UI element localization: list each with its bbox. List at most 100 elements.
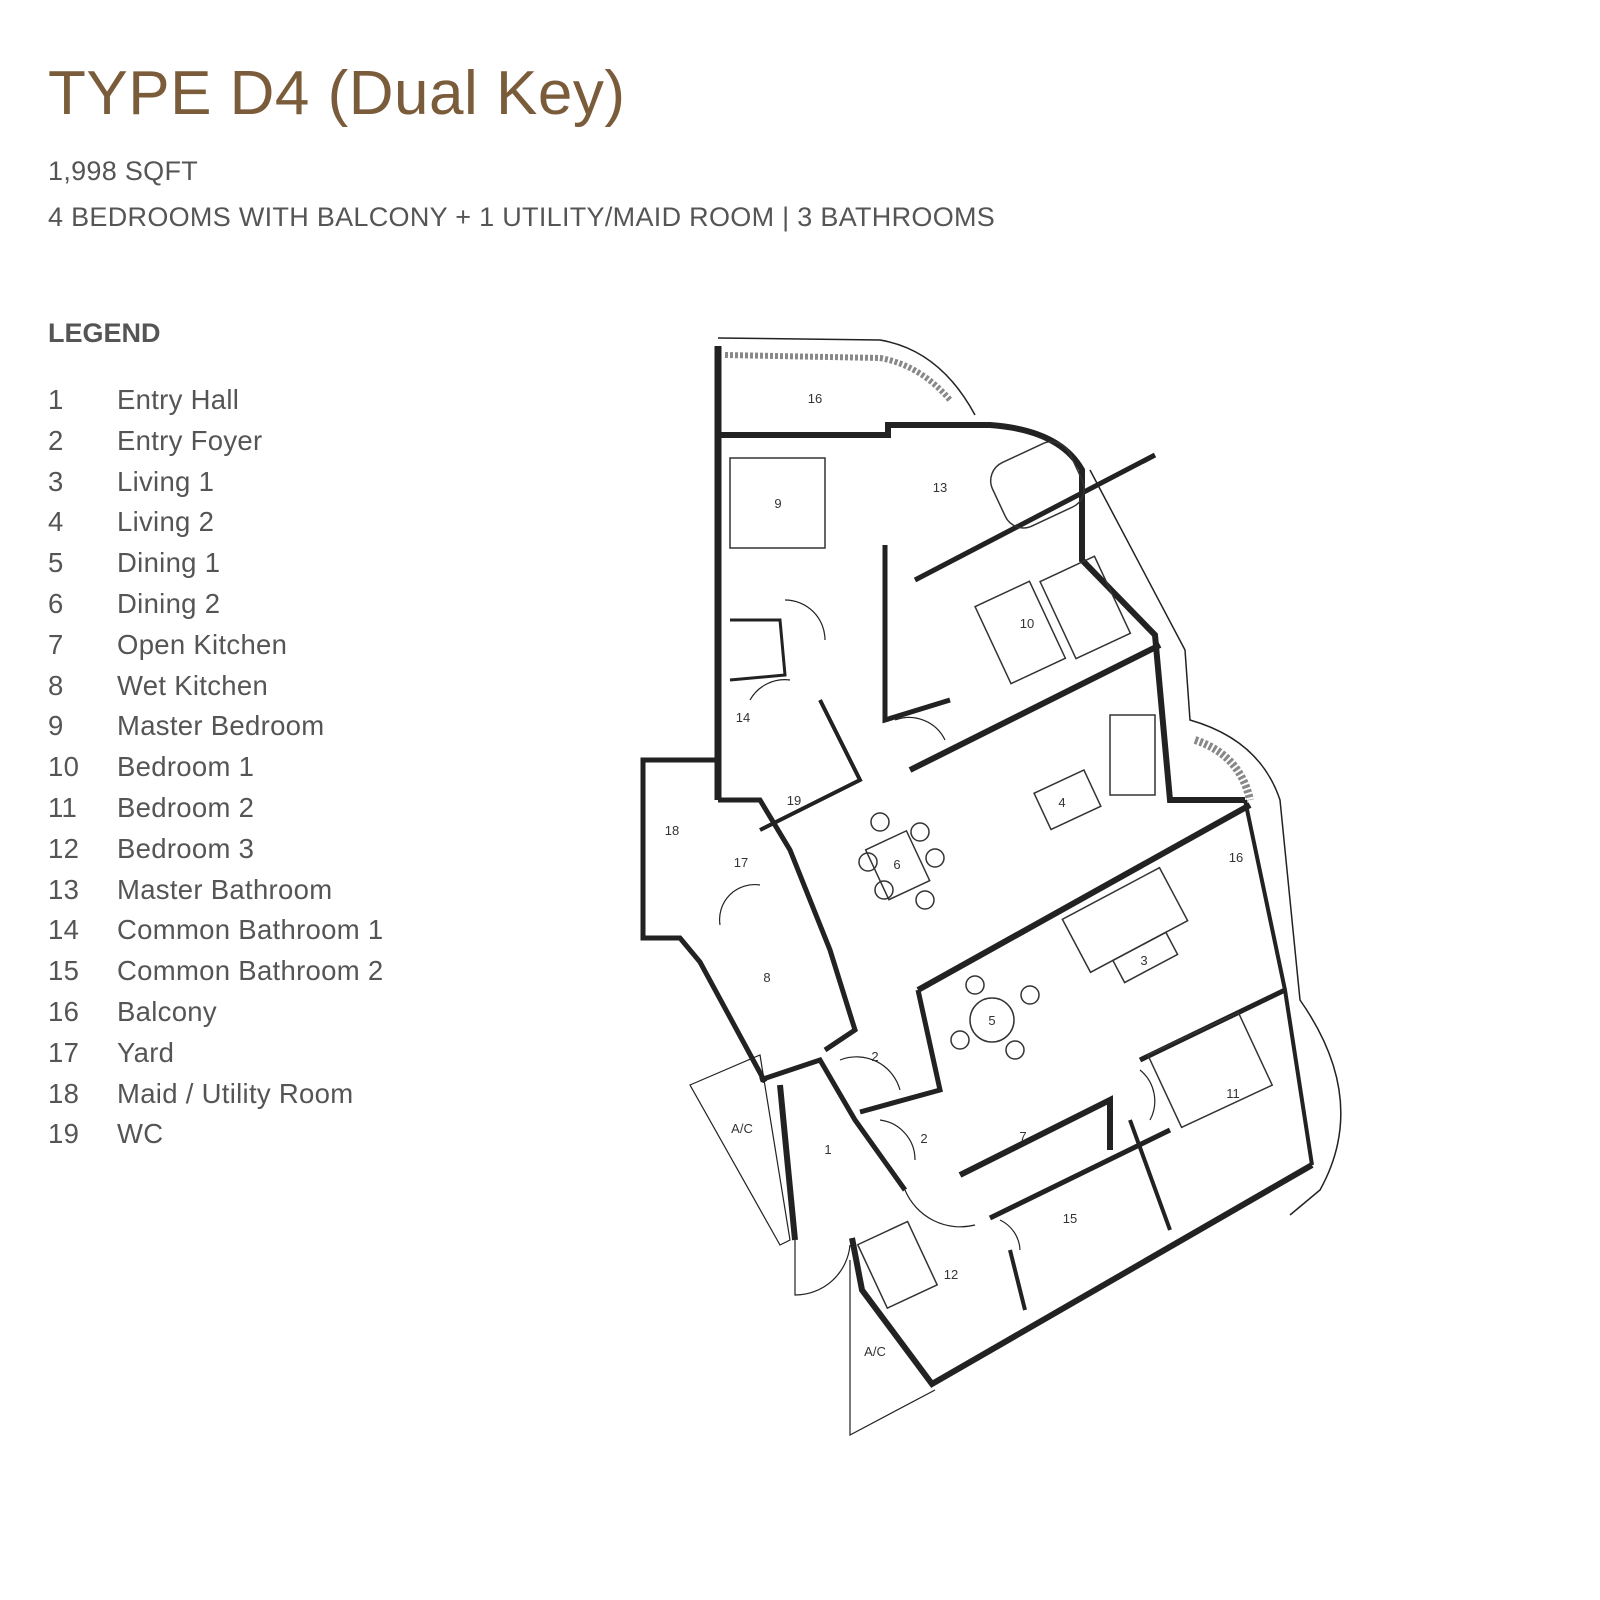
room-label: 9 <box>774 496 781 511</box>
legend-label: Entry Foyer <box>117 424 263 456</box>
room-label: 8 <box>763 970 770 985</box>
room-label: 17 <box>734 855 748 870</box>
legend-number: 3 <box>48 465 64 497</box>
legend-label: Common Bathroom 1 <box>117 914 384 946</box>
bed-11 <box>1146 1011 1274 1129</box>
legend-label: Common Bathroom 2 <box>117 955 384 987</box>
legend-number: 12 <box>48 832 80 864</box>
armchair <box>1109 714 1156 796</box>
legend-label: Dining 1 <box>117 547 221 579</box>
room-label: 3 <box>1140 953 1147 968</box>
legend-item: 2 Entry Foyer <box>48 425 383 466</box>
room-label: 16 <box>1229 850 1243 865</box>
balcony-top-outline <box>717 337 976 416</box>
room-label: 2 <box>871 1049 878 1064</box>
dining-table-5 <box>969 997 1015 1043</box>
legend-number: 16 <box>48 995 80 1027</box>
legend-number: 2 <box>48 424 64 456</box>
legend-number: 18 <box>48 1077 80 1109</box>
plan-furniture <box>729 440 1274 1310</box>
room-label: 11 <box>1226 1086 1240 1101</box>
room-label: A/C <box>864 1344 886 1359</box>
legend-item: 19 WC <box>48 1118 383 1159</box>
legend-label: Bedroom 3 <box>117 832 255 864</box>
sofa-3 <box>1061 866 1189 974</box>
legend-number: 4 <box>48 506 64 538</box>
legend-number: 13 <box>48 873 80 905</box>
master-bed <box>729 457 826 549</box>
room-label: 7 <box>1019 1129 1026 1144</box>
room-label: 4 <box>1058 795 1065 810</box>
legend-number: 11 <box>48 791 78 823</box>
coffee-table-4 <box>1033 769 1102 831</box>
page-title: TYPE D4 (Dual Key) <box>48 59 626 128</box>
legend-label: Yard <box>117 1036 175 1068</box>
legend-label: Dining 2 <box>117 587 221 619</box>
legend-item: 11 Bedroom 2 <box>48 792 383 833</box>
bed-10a <box>974 580 1067 685</box>
legend-number: 19 <box>48 1118 80 1150</box>
legend-item: 9 Master Bedroom <box>48 710 383 751</box>
legend-item: 13 Master Bathroom <box>48 874 383 915</box>
room-label: 1 <box>824 1142 831 1157</box>
unit-area: 1,998 SQFT <box>48 156 199 186</box>
legend-label: Master Bathroom <box>117 873 333 905</box>
balcony-right-outline <box>1089 469 1342 1216</box>
legend-label: Balcony <box>117 995 217 1027</box>
room-label: 10 <box>1020 616 1034 631</box>
legend-number: 6 <box>48 587 64 619</box>
planter-right <box>1193 736 1254 801</box>
legend-label: Bedroom 2 <box>117 791 255 823</box>
legend-item: 3 Living 1 <box>48 466 383 507</box>
legend-label: WC <box>117 1118 164 1150</box>
bed-10b <box>1039 555 1132 660</box>
room-label: 18 <box>665 823 679 838</box>
unit-summary: 4 BEDROOMS WITH BALCONY + 1 UTILITY/MAID… <box>48 202 996 232</box>
legend-label: Wet Kitchen <box>117 669 269 701</box>
legend-item: 16 Balcony <box>48 996 383 1037</box>
legend-item: 18 Maid / Utility Room <box>48 1078 383 1119</box>
legend-item: 5 Dining 1 <box>48 547 383 588</box>
legend-number: 17 <box>48 1036 80 1068</box>
bathtub <box>989 440 1085 529</box>
legend-number: 15 <box>48 955 80 987</box>
room-label: 13 <box>933 480 947 495</box>
legend-label: Living 2 <box>117 506 215 538</box>
legend-number: 10 <box>48 751 80 783</box>
legend-number: 5 <box>48 547 64 579</box>
legend-item: 15 Common Bathroom 2 <box>48 955 383 996</box>
legend-label: Living 1 <box>117 465 215 497</box>
legend-label: Bedroom 1 <box>117 751 255 783</box>
planter-top <box>724 352 953 402</box>
legend-label: Open Kitchen <box>117 628 288 660</box>
legend-heading: LEGEND <box>48 318 161 348</box>
room-label: 5 <box>988 1013 995 1028</box>
room-label: 19 <box>787 793 801 808</box>
legend-item: 14 Common Bathroom 1 <box>48 914 383 955</box>
legend-label: Master Bedroom <box>117 710 325 742</box>
legend-item: 17 Yard <box>48 1037 383 1078</box>
room-label: A/C <box>731 1121 753 1136</box>
room-label: 6 <box>893 857 900 872</box>
legend-item: 6 Dining 2 <box>48 588 383 629</box>
room-label: 14 <box>736 710 750 725</box>
legend-number: 14 <box>48 914 80 946</box>
bed-12 <box>856 1220 939 1310</box>
dining-table-6 <box>864 829 931 901</box>
room-label: 12 <box>944 1267 958 1282</box>
room-label: 2 <box>920 1131 927 1146</box>
coffee-table-3 <box>1111 931 1179 984</box>
legend-number: 9 <box>48 710 64 742</box>
legend-label: Entry Hall <box>117 384 240 415</box>
plan-walls <box>640 337 1342 1436</box>
legend-item: 10 Bedroom 1 <box>48 751 383 792</box>
room-label: 16 <box>808 391 822 406</box>
legend-item: 12 Bedroom 3 <box>48 833 383 874</box>
legend-label: Maid / Utility Room <box>117 1077 354 1109</box>
legend-item: 4 Living 2 <box>48 506 383 547</box>
